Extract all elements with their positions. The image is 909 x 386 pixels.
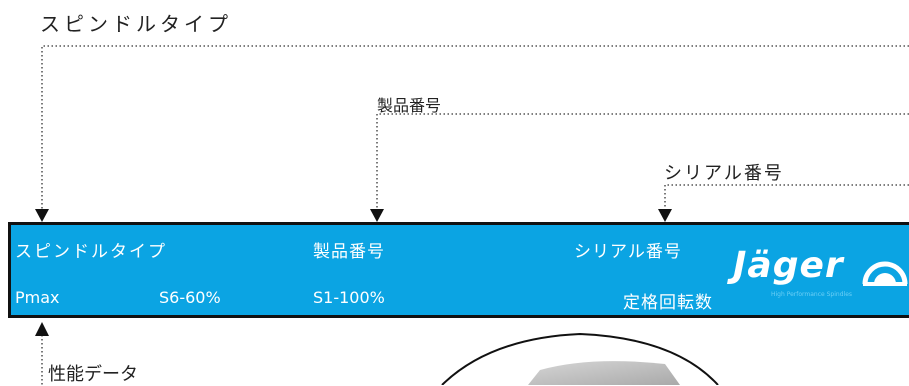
leader-product-number <box>376 113 909 210</box>
leader-spindle-type <box>41 45 909 210</box>
nameplate-serial-number: シリアル番号 <box>574 242 682 262</box>
spindle-nameplate: スピンドルタイプ 製品番号 シリアル番号 Pmax S6-60% S1-100%… <box>8 222 909 318</box>
jager-logo: Jäger High Performance Spindles <box>733 245 909 305</box>
arrowhead-product-number <box>370 209 384 222</box>
arrowhead-performance-data <box>35 322 49 336</box>
callout-performance-data-label: 性能データ <box>48 364 138 385</box>
nameplate-product-number: 製品番号 <box>313 242 385 262</box>
arrowhead-spindle-type <box>35 209 49 222</box>
callout-product-number-label: 製品番号 <box>377 96 442 115</box>
logo-wordmark: Jäger <box>733 245 844 286</box>
spindle-photo-crop <box>441 332 719 385</box>
logo-tagline: High Performance Spindles <box>771 291 853 298</box>
nameplate-s6: S6-60% <box>159 288 221 307</box>
nameplate-pmax: Pmax <box>15 288 60 307</box>
leader-serial-number <box>664 184 909 210</box>
callout-serial-number-label: シリアル番号 <box>664 163 784 184</box>
nameplate-rated-speed: 定格回転数 <box>623 293 713 313</box>
spindle-body <box>528 361 680 385</box>
nameplate-s1: S1-100% <box>313 288 385 307</box>
photo-circle-frame <box>441 332 719 385</box>
callout-spindle-type-label: スピンドルタイプ <box>40 12 232 36</box>
arrowhead-serial-number <box>658 209 672 222</box>
nameplate-spindle-type: スピンドルタイプ <box>15 242 167 262</box>
jager-arc-icon <box>862 261 908 286</box>
